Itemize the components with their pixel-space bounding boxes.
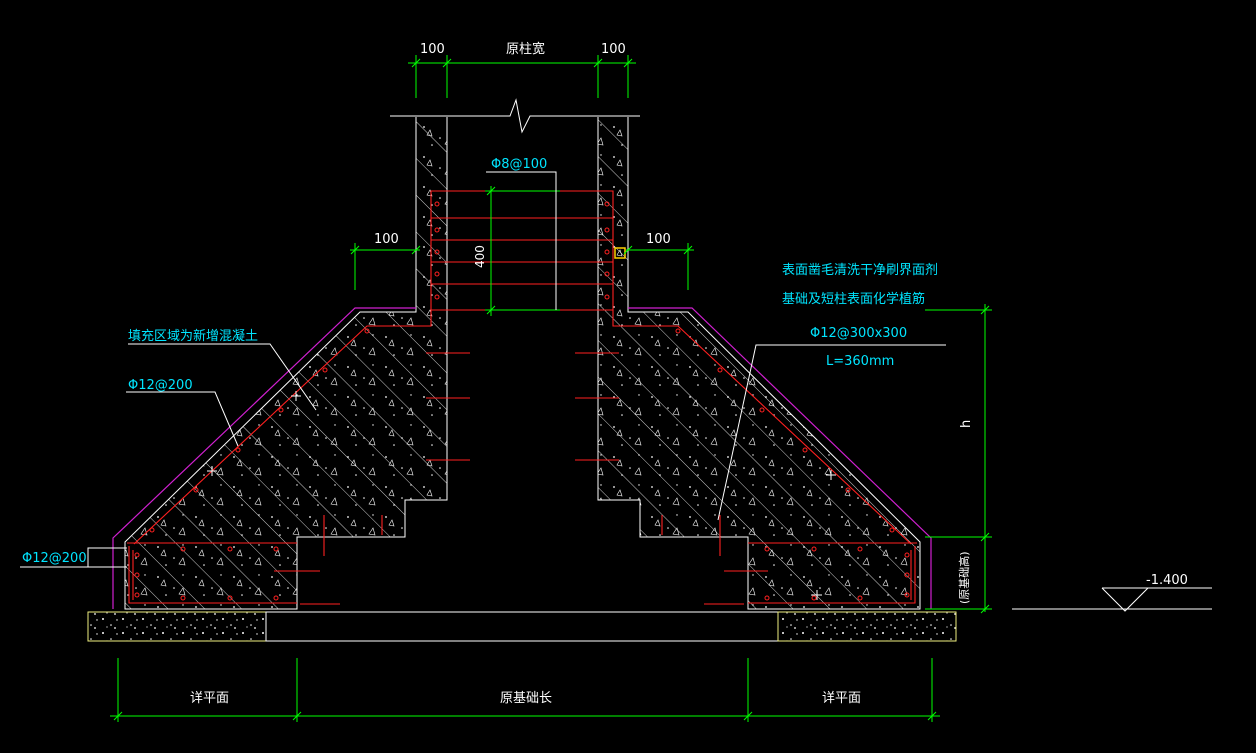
top-dim-mid-label: 原柱宽 [506, 41, 545, 57]
base-left-speckled [87, 611, 267, 642]
stirrup-label: Φ8@100 [491, 157, 547, 172]
dimension-lines [110, 55, 992, 722]
drawing-text: 100 原柱宽 100 100 100 400 Φ8@100 表面凿毛清洗干净刷… [22, 41, 1188, 706]
side-dim-right-label: 100 [646, 232, 671, 247]
base-height-label: (原基础高) [957, 551, 971, 604]
cross-marks [207, 391, 836, 600]
base-middle [265, 611, 779, 642]
leader-lines [20, 171, 946, 568]
right-outline [597, 117, 921, 610]
top-dim-right-label: 100 [601, 42, 626, 57]
rebar-slope-label: Φ12@200 [128, 378, 193, 393]
note-line-2: 基础及短柱表面化学植筋 [782, 291, 925, 307]
boundary-lines [112, 307, 932, 609]
right-base-rebar-bottom [748, 546, 916, 604]
bottom-mid-label: 原基础长 [500, 691, 552, 706]
anchor-spec-label: Φ12@300x300 [810, 326, 907, 341]
left-base-rebar-bottom [128, 546, 297, 604]
old-foundation-base [87, 608, 1212, 642]
concrete-outlines [124, 98, 921, 610]
vertical-dim-400-label: 400 [473, 245, 487, 268]
left-slope-rebar [133, 310, 432, 545]
anchor-length-label: L=360mm [826, 354, 894, 369]
top-dim-left-label: 100 [420, 42, 445, 57]
left-outline [124, 117, 448, 610]
bottom-right-label: 详平面 [822, 691, 861, 706]
left-new-concrete-dots [125, 117, 447, 609]
note-line-1: 表面凿毛清洗干净刷界面剂 [782, 263, 938, 278]
elevation-label: -1.400 [1146, 573, 1188, 588]
column-stirrup-frame [430, 190, 614, 310]
right-new-concrete-dots [598, 117, 920, 609]
elevation-symbol [1101, 587, 1212, 612]
rebar-base-label: Φ12@200 [22, 551, 87, 566]
leader-anchor [717, 344, 946, 521]
right-boundary [628, 307, 932, 609]
leader-fill [128, 343, 317, 411]
side-dim-left-label: 100 [374, 232, 399, 247]
leader-stirrup [486, 171, 557, 310]
right-slope-rebar [612, 310, 912, 545]
height-h-label: h [959, 420, 974, 428]
left-boundary [112, 307, 416, 609]
leader-base-rebar [20, 547, 127, 568]
leader-slope-rebar [126, 391, 239, 447]
column-break-line [390, 98, 640, 134]
rebar-dots [134, 201, 910, 601]
base-right-speckled [777, 611, 957, 642]
new-concrete-fill [125, 117, 920, 609]
bottom-left-label: 详平面 [190, 691, 229, 706]
fill-note-label: 填充区域为新增混凝土 [128, 328, 258, 344]
